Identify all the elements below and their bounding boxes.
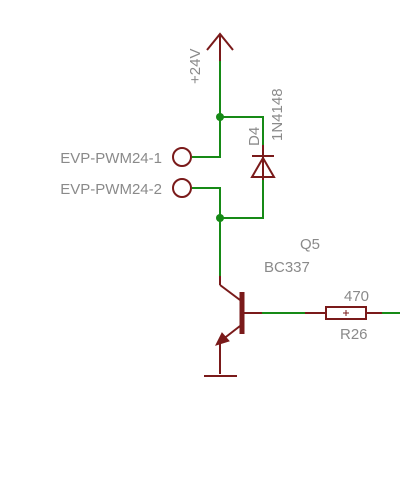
- connector-1-label: EVP-PWM24-1: [60, 150, 162, 167]
- wire-diode-bottom: [219, 179, 264, 219]
- supply-label: +24V: [187, 49, 204, 84]
- supply-24v-symbol: [206, 32, 234, 62]
- wire-connector-2: [192, 187, 221, 219]
- junction-dot-top: [216, 113, 224, 121]
- transistor-emitter-arrow: [215, 332, 230, 346]
- transistor-q5-symbol: [215, 276, 262, 374]
- connector-2-label: EVP-PWM24-2: [60, 181, 162, 198]
- wire-diode-top: [219, 116, 264, 146]
- connector-1-pin: [172, 147, 192, 167]
- resistor-ref-label: R26: [340, 326, 368, 343]
- resistor-r26-symbol: [305, 306, 382, 320]
- resistor-value-label: 470: [344, 288, 369, 305]
- diode-value-label: 1N4148: [269, 88, 286, 141]
- diode-ref-label: D4: [246, 127, 263, 146]
- transistor-value-label: BC337: [264, 259, 310, 276]
- wires: [192, 61, 400, 314]
- wire-connector-1: [192, 116, 221, 158]
- transistor-collector: [219, 284, 241, 301]
- junction-dot-bottom: [216, 214, 224, 222]
- diode-d4-symbol: [250, 145, 276, 180]
- transistor-ref-label: Q5: [300, 236, 320, 253]
- connector-2-pin: [172, 178, 192, 198]
